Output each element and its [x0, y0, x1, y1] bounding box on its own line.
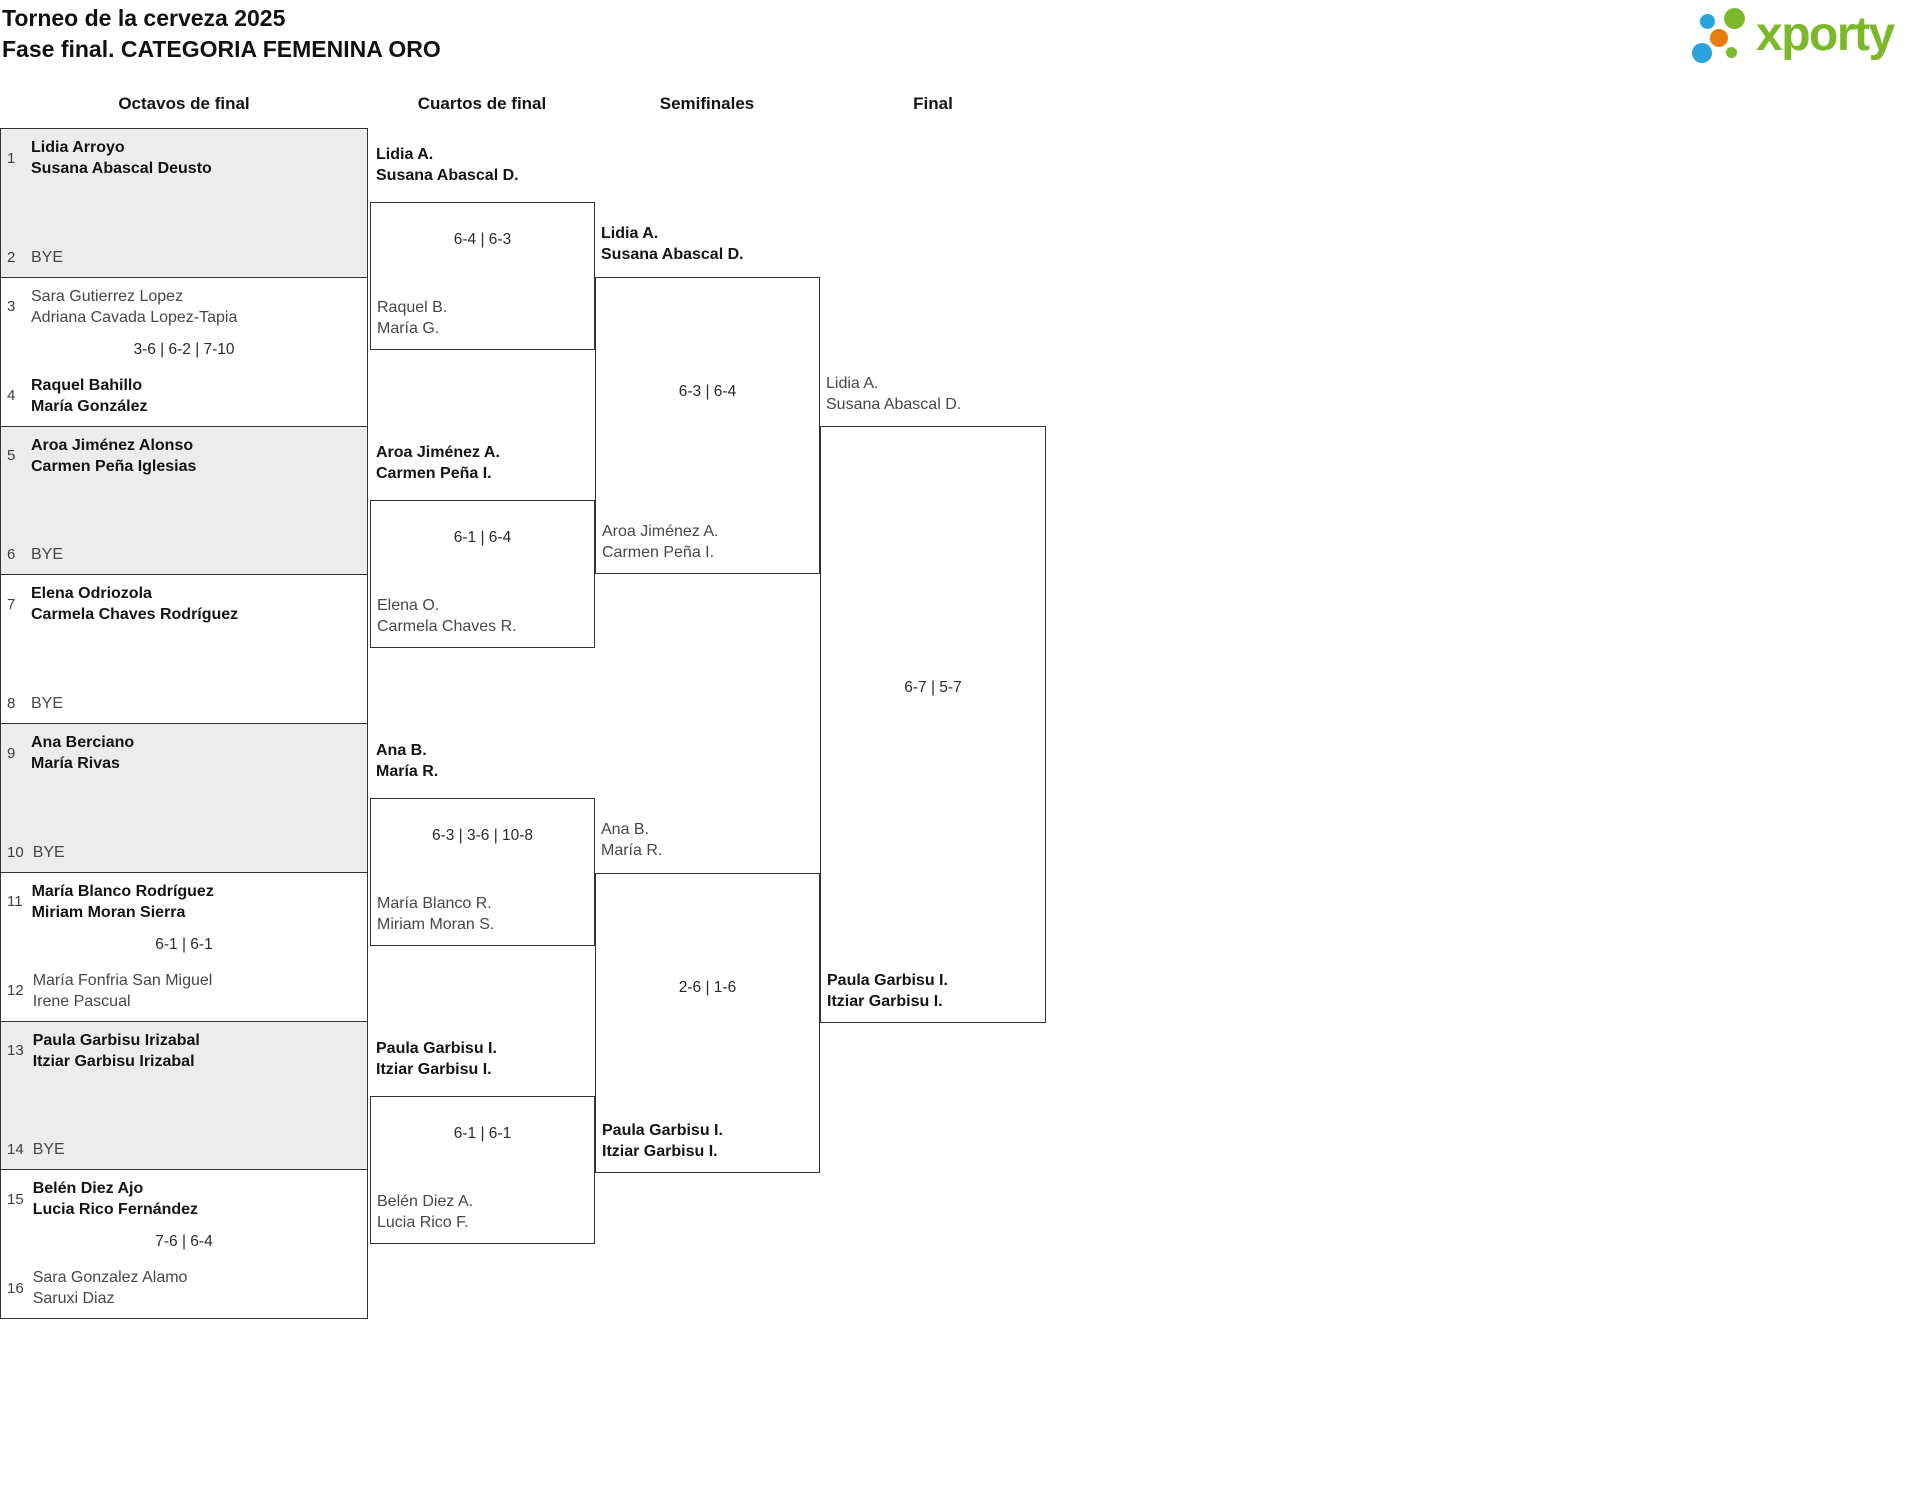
participant-bottom: María Fonfria San Miguel Irene Pascual — [32, 971, 213, 1010]
seed-number: 12 — [7, 982, 24, 999]
seed-number: 5 — [7, 447, 16, 464]
seed-number: 11 — [7, 893, 23, 911]
match-score: 7-6 | 6-4 — [155, 1233, 213, 1251]
participant-top: Ana B. María R. — [376, 742, 439, 780]
cuartos-match-1: 6-4 | 6-3 Raquel B. María G. — [370, 202, 595, 350]
participant-bottom: Sara Gonzalez Alamo Saruxi Diaz — [32, 1269, 188, 1307]
participant-top: Ana B. María R. — [601, 821, 663, 859]
seed-number: 3 — [7, 298, 16, 316]
participant-bottom: BYE — [32, 1141, 65, 1159]
match-score: 6-3 | 6-4 — [678, 383, 737, 400]
seed-number: 13 — [7, 1042, 24, 1059]
logo-wordmark: xporty — [1756, 8, 1895, 61]
participant-bottom: Raquel Bahillo María González — [31, 376, 148, 415]
participant-top: Elena Odriozola Carmela Chaves Rodríguez — [31, 585, 239, 624]
octavos-match-5: 9 Ana Berciano María Rivas 10 BYE — [1, 723, 367, 872]
final-match: 6-7 | 5-7 Paula Garbisu I. Itziar Garbis… — [820, 426, 1046, 1023]
match-score: 6-1 | 6-1 — [155, 935, 213, 953]
participant-top: Lidia A. Susana Abascal D. — [826, 375, 962, 413]
seed-number: 10 — [7, 843, 24, 861]
logo-dot-icon — [1724, 8, 1745, 29]
octavos-match-1: 1 Lidia Arroyo Susana Abascal Deusto 2 BYE — [1, 129, 367, 277]
logo-dot-icon — [1710, 29, 1728, 47]
round-header-cuartos: Cuartos de final — [417, 94, 547, 113]
round-header-semifinales: Semifinales — [659, 94, 755, 113]
participant-bottom: BYE — [31, 248, 64, 266]
participant-top: Lidia A. Susana Abascal D. — [601, 225, 744, 263]
seed-number: 6 — [7, 546, 16, 564]
semifinal-match-1: 6-3 | 6-4 Aroa Jiménez A. Carmen Peña I. — [595, 277, 820, 574]
match-score: 2-6 | 1-6 — [678, 979, 737, 996]
match-score: 6-1 | 6-1 — [453, 1125, 512, 1142]
participant-top: Ana Berciano María Rivas — [31, 734, 135, 772]
participant-bottom: BYE — [31, 546, 64, 564]
seed-number: 15 — [7, 1190, 24, 1208]
octavos-match-3: 5 Aroa Jiménez Alonso Carmen Peña Iglesia… — [1, 425, 367, 575]
octavos-match-8: 15 Belén Diez Ajo Lucia Rico Fernández 7-… — [1, 1169, 367, 1318]
participant-top: Paula Garbisu I. Itziar Garbisu I. — [376, 1040, 497, 1078]
participant-bottom: BYE — [31, 695, 64, 712]
round-header-final: Final — [913, 94, 953, 113]
seed-number: 4 — [7, 387, 16, 404]
cuartos-match-4: 6-1 | 6-1 Belén Diez A. Lucia Rico F. — [370, 1096, 595, 1244]
seed-number: 9 — [7, 744, 16, 762]
participant-bottom: Belén Diez A. Lucia Rico F. — [377, 1193, 474, 1231]
semifinal-match-2: 2-6 | 1-6 Paula Garbisu I. Itziar Garbis… — [595, 873, 820, 1173]
participant-top: Aroa Jiménez A. Carmen Peña I. — [376, 444, 500, 482]
round-header-octavos: Octavos de final — [118, 94, 250, 113]
match-score: 6-7 | 5-7 — [904, 679, 962, 696]
match-score: 6-1 | 6-4 — [453, 529, 512, 546]
logo-dot-icon — [1692, 43, 1712, 63]
octavos-match-6: 11 María Blanco Rodríguez Miriam Moran Si… — [1, 871, 367, 1021]
match-score: 3-6 | 6-2 | 7-10 — [133, 340, 235, 358]
octavos-match-7: 13 Paula Garbisu Irizabal Itziar Garbisu … — [1, 1020, 367, 1170]
participant-bottom: Elena O. Carmela Chaves R. — [377, 597, 517, 635]
match-score: 6-4 | 6-3 — [453, 231, 512, 248]
logo-dot-icon — [1700, 14, 1715, 29]
participant-bottom: BYE — [32, 843, 65, 861]
seed-number: 2 — [7, 248, 16, 266]
participant-bottom: Aroa Jiménez A. Carmen Peña I. — [602, 523, 719, 561]
participant-bottom: Paula Garbisu I. Itziar Garbisu I. — [602, 1122, 723, 1160]
participant-top: Aroa Jiménez Alonso Carmen Peña Iglesias — [31, 436, 197, 475]
seed-number: 16 — [7, 1279, 24, 1297]
participant-top: Sara Gutierrez Lopez Adriana Cavada Lope… — [31, 287, 238, 326]
octavos-match-2: 3 Sara Gutierrez Lopez Adriana Cavada Lop… — [1, 276, 367, 426]
seed-number: 7 — [7, 595, 16, 613]
seed-number: 8 — [7, 695, 16, 712]
participant-top: Belén Diez Ajo Lucia Rico Fernández — [32, 1180, 199, 1219]
participant-bottom: María Blanco R. Miriam Moran S. — [377, 895, 495, 933]
cuartos-match-2: 6-1 | 6-4 Elena O. Carmela Chaves R. — [370, 500, 595, 648]
participant-bottom: Raquel B. María G. — [377, 299, 448, 337]
participant-top: Paula Garbisu Irizabal Itziar Garbisu Ir… — [32, 1031, 200, 1070]
cuartos-match-3: 6-3 | 3-6 | 10-8 María Blanco R. Miriam … — [370, 798, 595, 946]
logo-dot-icon — [1726, 47, 1737, 58]
octavos-match-4: 7 Elena Odriozola Carmela Chaves Rodrígue… — [1, 574, 367, 723]
tournament-title: Torneo de la cerveza 2025 — [2, 5, 286, 31]
seed-number: 14 — [7, 1141, 24, 1159]
participant-top: María Blanco Rodríguez Miriam Moran Sier… — [31, 882, 214, 921]
seed-number: 1 — [7, 149, 16, 167]
match-score: 6-3 | 3-6 | 10-8 — [431, 827, 534, 844]
participant-top: Lidia A. Susana Abascal D. — [376, 146, 519, 184]
participant-bottom: Paula Garbisu I. Itziar Garbisu I. — [827, 972, 948, 1010]
participant-top: Lidia Arroyo Susana Abascal Deusto — [31, 139, 212, 177]
tournament-subtitle: Fase final. CATEGORIA FEMENINA ORO — [2, 36, 441, 62]
